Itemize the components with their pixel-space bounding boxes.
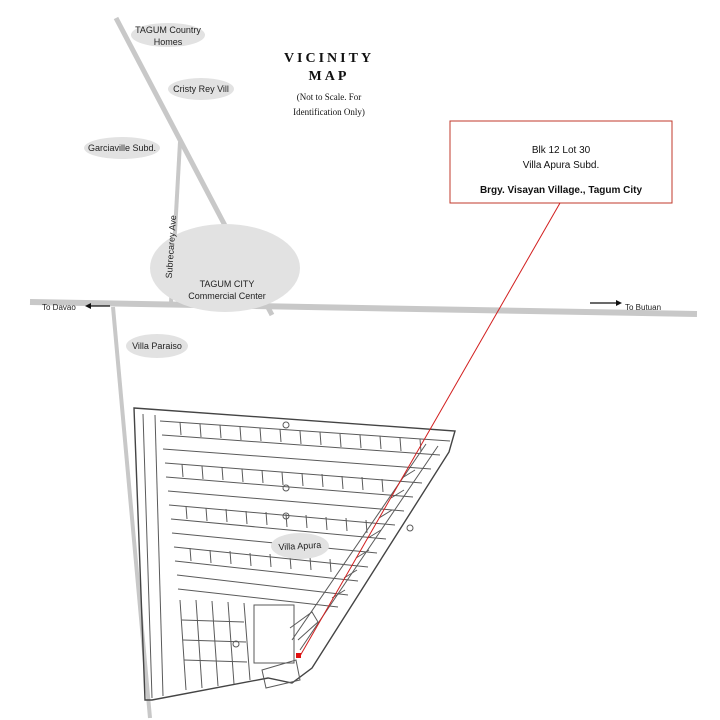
to-butuan-label: To Butuan <box>625 303 661 312</box>
commercial-center-label: TAGUM CITY <box>200 279 255 289</box>
map-title: VICINITY <box>284 51 374 66</box>
scale-note-2: Identification Only) <box>293 107 365 117</box>
tagum-country-homes-bubble <box>131 23 205 47</box>
to-davao-label: To Davao <box>42 303 76 312</box>
subrecarey-avenue-label: Subrecarey Ave <box>164 215 178 279</box>
villa-apura-label: Villa Apura <box>278 540 321 552</box>
cristy-rey-bubble <box>168 78 234 100</box>
garciaville-label: Garciaville Subd. <box>88 143 156 153</box>
lot-location-marker <box>296 653 301 658</box>
to-butuan-arrow <box>590 300 622 306</box>
villa-apura-bubble <box>271 533 329 559</box>
callout-subdivision: Villa Apura Subd. <box>523 160 600 171</box>
tagum-country-homes-label: TAGUM Country <box>135 25 201 35</box>
south-road <box>111 306 152 719</box>
location-callout-box <box>449 120 673 204</box>
callout-leader-line <box>299 202 561 657</box>
callout-block-lot: Blk 12 Lot 30 <box>532 145 591 156</box>
national-highway <box>29 299 698 317</box>
villa-apura-subdivision-plan <box>134 408 455 700</box>
villa-paraiso-bubble <box>126 334 188 358</box>
cristy-rey-label: Cristy Rey Vill <box>173 84 229 94</box>
map-title-2: MAP <box>309 69 350 84</box>
commercial-center-area <box>150 224 300 312</box>
villa-paraiso-label: Villa Paraiso <box>132 341 182 351</box>
callout-barangay: Brgy. Visayan Village., Tagum City <box>480 185 643 196</box>
tagum-country-homes-label-2: Homes <box>154 37 183 47</box>
garciaville-bubble <box>84 137 160 159</box>
commercial-center-label-2: Commercial Center <box>188 291 266 301</box>
scale-note: (Not to Scale. For <box>297 92 362 102</box>
to-davao-arrow <box>85 303 110 309</box>
